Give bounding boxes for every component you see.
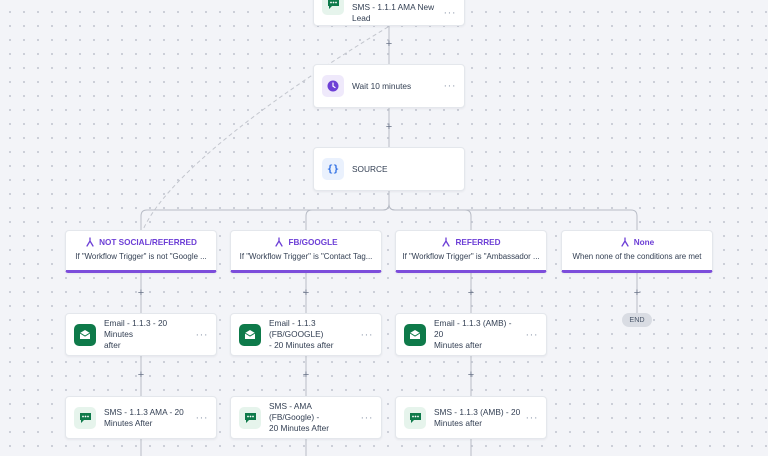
branch-icon bbox=[621, 237, 629, 247]
email-action-node[interactable]: Email - 1.1.3 (FB/GOOGLE)- 20 Minutes af… bbox=[230, 313, 382, 356]
add-step-button[interactable]: + bbox=[302, 369, 310, 381]
node-label: SMS - 1.1.1 AMA New Lead bbox=[352, 2, 435, 23]
node-label: SOURCE bbox=[352, 163, 388, 174]
action-label-line1: Email - 1.1.3 (AMB) - 20 bbox=[434, 318, 512, 339]
more-options-button[interactable]: ··· bbox=[525, 411, 538, 424]
source-node[interactable]: {} SOURCE bbox=[313, 147, 465, 191]
add-step-button[interactable]: + bbox=[137, 287, 145, 299]
more-options-button[interactable]: ··· bbox=[195, 411, 208, 424]
branch-none[interactable]: None When none of the conditions are met bbox=[561, 230, 713, 273]
sms-new-lead-node[interactable]: SMS - 1.1.1 AMA New Lead ··· bbox=[313, 0, 465, 26]
branch-title: FB/GOOGLE bbox=[288, 237, 338, 247]
add-step-button[interactable]: + bbox=[137, 369, 145, 381]
add-step-button[interactable]: + bbox=[467, 287, 475, 299]
action-label-line2: Minutes after bbox=[434, 340, 482, 350]
action-label-line1: SMS - AMA (FB/Google) - bbox=[269, 401, 320, 422]
action-label-line2: 20 Minutes After bbox=[269, 423, 329, 433]
action-label-line1: SMS - 1.1.3 AMA - 20 bbox=[104, 406, 184, 417]
action-label-line2: Minutes after bbox=[434, 417, 482, 428]
add-step-button[interactable]: + bbox=[302, 287, 310, 299]
action-label-line1: SMS - 1.1.3 (AMB) - 20 bbox=[434, 406, 521, 417]
email-icon bbox=[239, 323, 261, 346]
add-step-button[interactable]: + bbox=[385, 121, 393, 133]
branch-icon bbox=[442, 237, 451, 247]
action-label-line1: Email - 1.1.3 (FB/GOOGLE) bbox=[269, 318, 324, 339]
action-label-line1: Email - 1.1.3 - 20 Minutes bbox=[104, 318, 168, 339]
action-label-line2: Minutes After bbox=[104, 417, 153, 428]
branch-not-social-referred[interactable]: NOT SOCIAL/REFERRED If "Workflow Trigger… bbox=[65, 230, 217, 273]
sms-action-node[interactable]: SMS - AMA (FB/Google) -20 Minutes After … bbox=[230, 396, 382, 439]
email-icon bbox=[404, 323, 426, 346]
branch-icon bbox=[275, 237, 284, 247]
more-options-button[interactable]: ··· bbox=[360, 411, 373, 424]
wait-node[interactable]: Wait 10 minutes ··· bbox=[313, 64, 465, 108]
branch-condition: If "Workflow Trigger" is "Contact Tag... bbox=[239, 252, 373, 261]
code-braces-icon: {} bbox=[322, 158, 344, 180]
branch-title: NOT SOCIAL/REFERRED bbox=[99, 237, 197, 247]
action-label-line2: - 20 Minutes after bbox=[269, 340, 334, 350]
node-label: Wait 10 minutes bbox=[352, 80, 412, 91]
end-marker: END bbox=[622, 313, 652, 327]
branch-fb-google[interactable]: FB/GOOGLE If "Workflow Trigger" is "Cont… bbox=[230, 230, 382, 273]
more-options-button[interactable]: ··· bbox=[443, 7, 456, 19]
clock-icon bbox=[322, 75, 344, 97]
branch-condition: If "Workflow Trigger" is "Ambassador ... bbox=[402, 252, 540, 261]
branch-condition: When none of the conditions are met bbox=[572, 252, 702, 261]
more-options-button[interactable]: ··· bbox=[195, 328, 208, 341]
loop-connector bbox=[137, 26, 389, 246]
action-label-line2: after bbox=[104, 340, 121, 350]
branch-icon bbox=[86, 237, 94, 247]
sms-icon bbox=[74, 406, 96, 429]
branch-title: REFERRED bbox=[455, 237, 501, 247]
more-options-button[interactable]: ··· bbox=[443, 80, 456, 92]
branch-title: None bbox=[633, 237, 655, 247]
sms-icon bbox=[239, 406, 261, 429]
email-icon bbox=[74, 323, 96, 346]
branch-condition: If "Workflow Trigger" is not "Google ... bbox=[75, 252, 207, 261]
add-step-button[interactable]: + bbox=[467, 369, 475, 381]
branch-referred[interactable]: REFERRED If "Workflow Trigger" is "Ambas… bbox=[395, 230, 547, 273]
sms-icon bbox=[404, 406, 426, 429]
more-options-button[interactable]: ··· bbox=[360, 328, 373, 341]
add-step-button[interactable]: + bbox=[385, 38, 393, 50]
add-step-button[interactable]: + bbox=[633, 287, 641, 299]
more-options-button[interactable]: ··· bbox=[525, 328, 538, 341]
sms-icon bbox=[322, 0, 344, 15]
